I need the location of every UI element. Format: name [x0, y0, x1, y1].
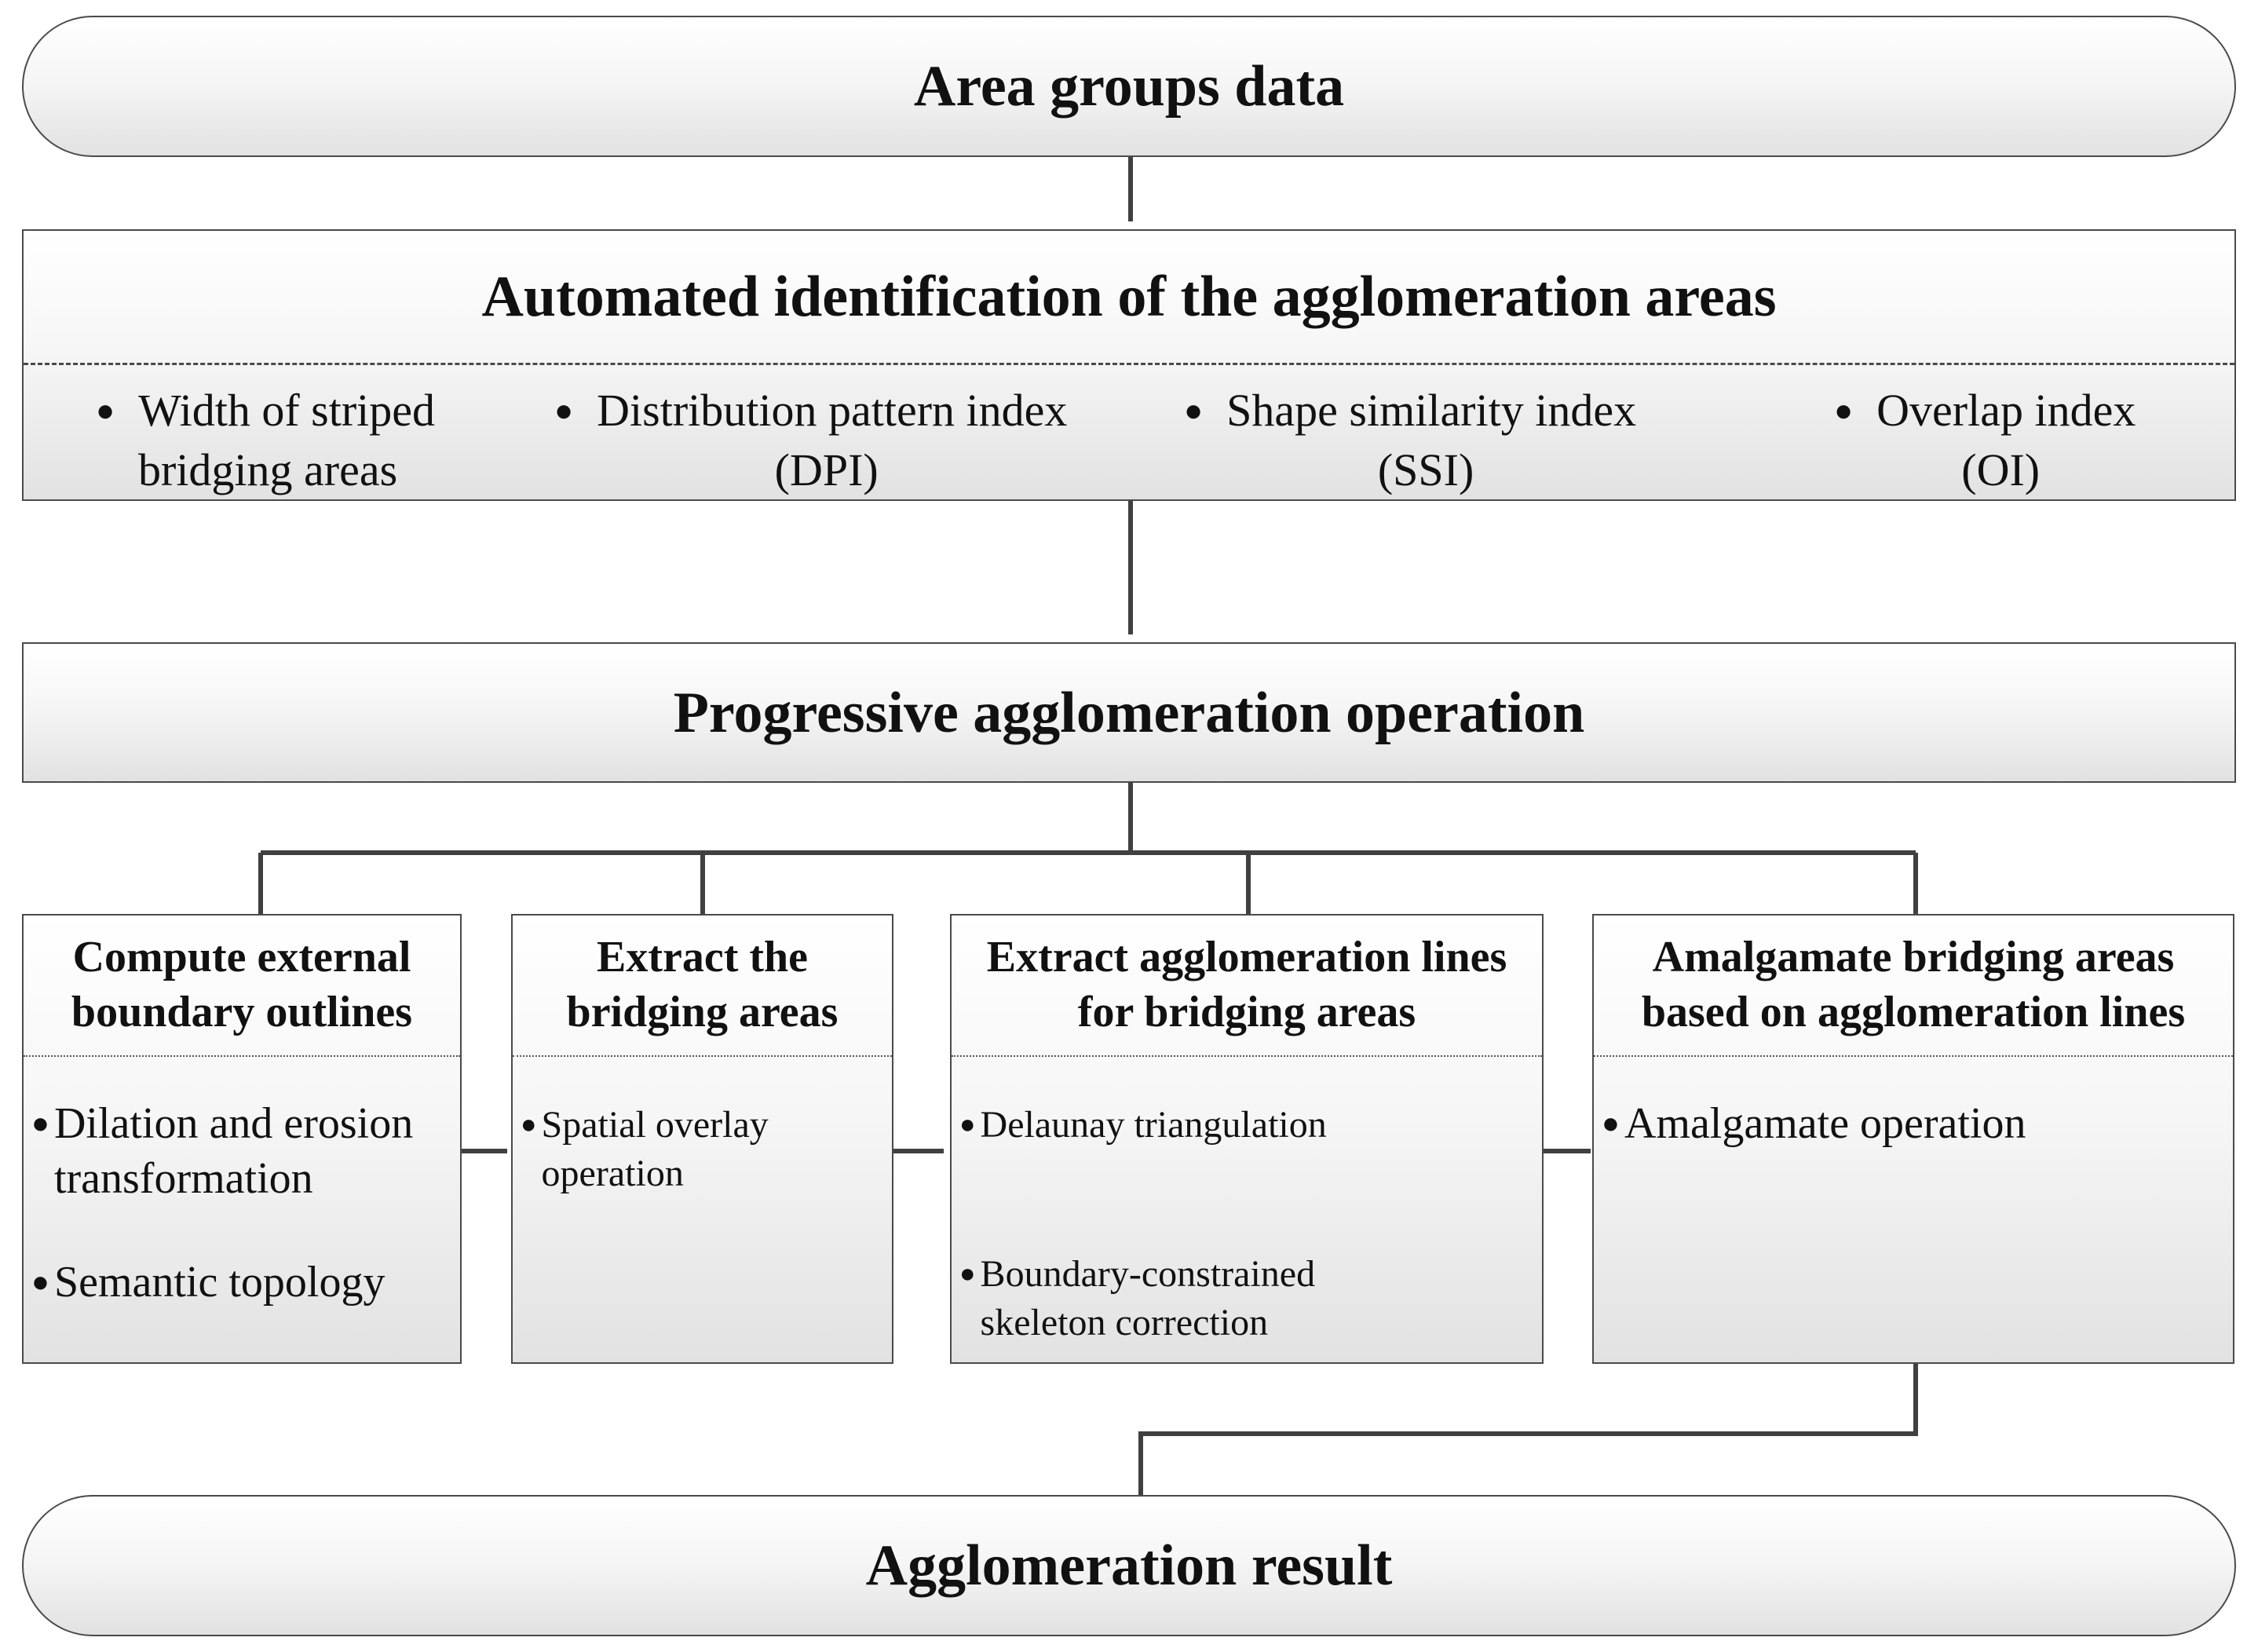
step-title-line: Compute external	[72, 933, 411, 981]
step-bullet-text: Delaunay triangulation	[980, 1104, 1327, 1146]
arrow-step-4-to-output	[1138, 1364, 1918, 1496]
index-item-sublabel: bridging areas	[138, 444, 398, 495]
input-node: Area groups data	[22, 16, 2236, 157]
step-title-line: Amalgamate bridging areas	[1652, 933, 2175, 981]
step-title: Extract the bridging areas	[513, 930, 892, 1040]
step-title-line: based on agglomeration lines	[1641, 988, 2186, 1036]
bullet-icon: ●	[521, 1110, 537, 1139]
step-bullet-text: transformation	[53, 1154, 313, 1203]
step-box-extract-agglomeration-lines: Extract agglomeration lines for bridging…	[950, 914, 1544, 1364]
bullet-icon: ●	[1834, 393, 1854, 428]
index-item-sublabel: (OI)	[1961, 444, 2041, 495]
step-divider	[1594, 1055, 2233, 1057]
bullet-icon: ●	[31, 1266, 49, 1299]
step-title-line: for bridging areas	[1077, 988, 1416, 1036]
step-title-line: Extract the	[596, 933, 808, 981]
step-bullet-text: skeleton correction	[980, 1302, 1269, 1343]
bullet-icon: ●	[1602, 1107, 1620, 1140]
step-bullet-item: ● Amalgamate operation	[1602, 1096, 2026, 1151]
step-bullet-item: ● Spatial overlay operation	[521, 1101, 769, 1198]
step-bullet-text: operation	[541, 1153, 684, 1194]
step-bullet-text: Amalgamate operation	[1624, 1099, 2026, 1148]
bullet-icon: ●	[959, 1110, 976, 1139]
bullet-icon: ●	[31, 1107, 49, 1140]
progressive-node: Progressive agglomeration operation	[22, 642, 2236, 783]
output-node: Agglomeration result	[22, 1495, 2236, 1636]
index-item-width: ● Width of striped bridging areas	[96, 383, 435, 498]
step-bullet-item: ● Delaunay triangulation	[959, 1101, 1327, 1149]
output-label: Agglomeration result	[865, 1533, 1393, 1598]
input-label: Area groups data	[913, 54, 1345, 119]
identification-divider	[24, 363, 2234, 365]
index-item-label: Distribution pattern index	[597, 385, 1068, 436]
step-box-extract-bridging-areas: Extract the bridging areas ● Spatial ove…	[511, 914, 893, 1364]
step-divider	[952, 1055, 1542, 1057]
step-bullet-item: ● Dilation and erosion transformation	[31, 1096, 413, 1206]
step-box-amalgamate: Amalgamate bridging areas based on agglo…	[1592, 914, 2234, 1364]
bullet-icon: ●	[959, 1259, 976, 1288]
index-item-sublabel: (SSI)	[1377, 444, 1474, 495]
step-divider	[24, 1055, 460, 1057]
index-item-label: Shape similarity index	[1226, 385, 1637, 436]
index-item-dpi: ● Distribution pattern index (DPI)	[554, 383, 1067, 498]
bullet-icon: ●	[554, 393, 574, 428]
progressive-title: Progressive agglomeration operation	[673, 681, 1585, 745]
step-divider	[513, 1055, 892, 1057]
step-title: Extract agglomeration lines for bridging…	[952, 930, 1542, 1040]
step-bullet-item: ● Semantic topology	[31, 1255, 385, 1310]
index-item-label: Width of striped	[138, 385, 435, 436]
step-bullet-item: ● Boundary-constrained skeleton correcti…	[959, 1250, 1315, 1347]
index-item-sublabel: (DPI)	[774, 444, 879, 495]
index-item-label: Overlap index	[1876, 385, 2136, 436]
step-title: Amalgamate bridging areas based on agglo…	[1594, 930, 2233, 1040]
step-title: Compute external boundary outlines	[24, 930, 460, 1040]
step-bullet-text: Semantic topology	[53, 1258, 385, 1307]
step-box-compute-outlines: Compute external boundary outlines ● Dil…	[22, 914, 462, 1364]
step-title-line: boundary outlines	[71, 988, 413, 1036]
index-item-oi: ● Overlap index (OI)	[1834, 383, 2136, 498]
bullet-icon: ●	[96, 393, 115, 428]
step-title-line: bridging areas	[566, 988, 839, 1036]
index-item-ssi: ● Shape similarity index (SSI)	[1184, 383, 1636, 498]
step-title-line: Extract agglomeration lines	[986, 933, 1507, 981]
identification-node: Automated identification of the agglomer…	[22, 229, 2236, 501]
identification-title: Automated identification of the agglomer…	[481, 265, 1777, 329]
step-bullet-text: Boundary-constrained	[980, 1253, 1316, 1295]
step-bullet-text: Spatial overlay	[541, 1104, 769, 1146]
step-bullet-text: Dilation and erosion	[53, 1099, 414, 1148]
bullet-icon: ●	[1184, 393, 1204, 428]
